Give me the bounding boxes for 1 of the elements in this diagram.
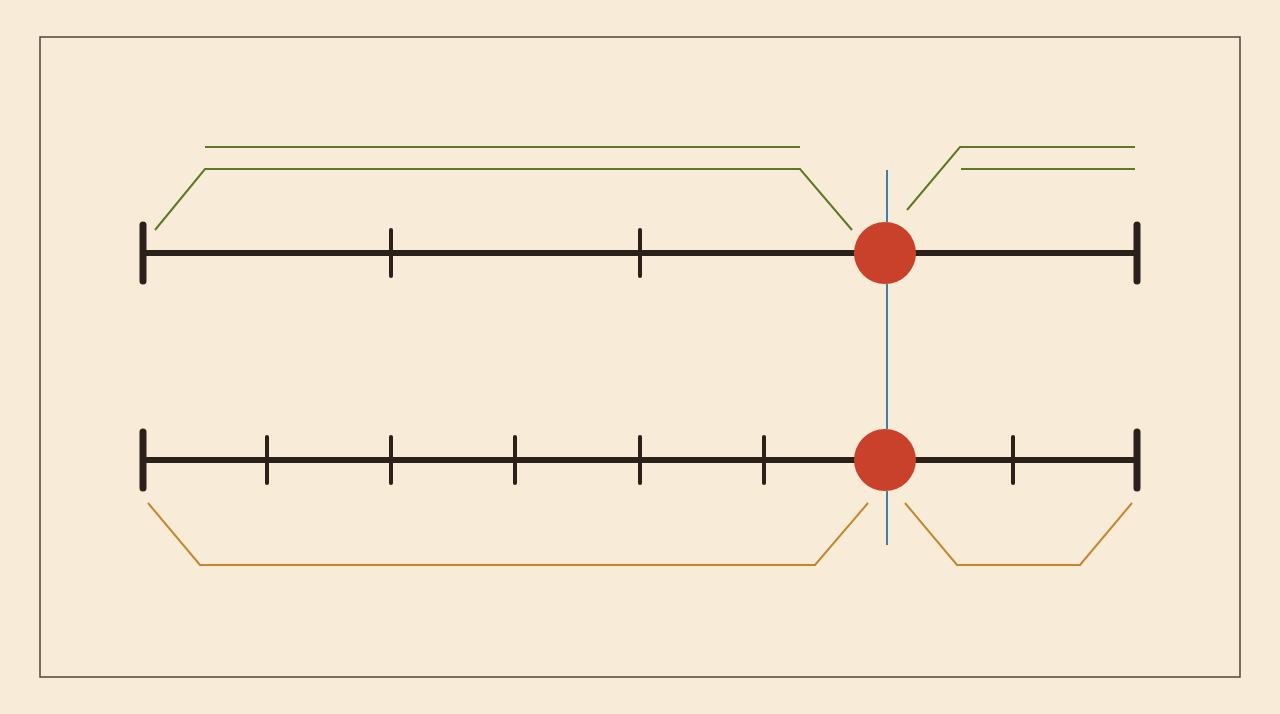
guide-line <box>886 283 888 430</box>
